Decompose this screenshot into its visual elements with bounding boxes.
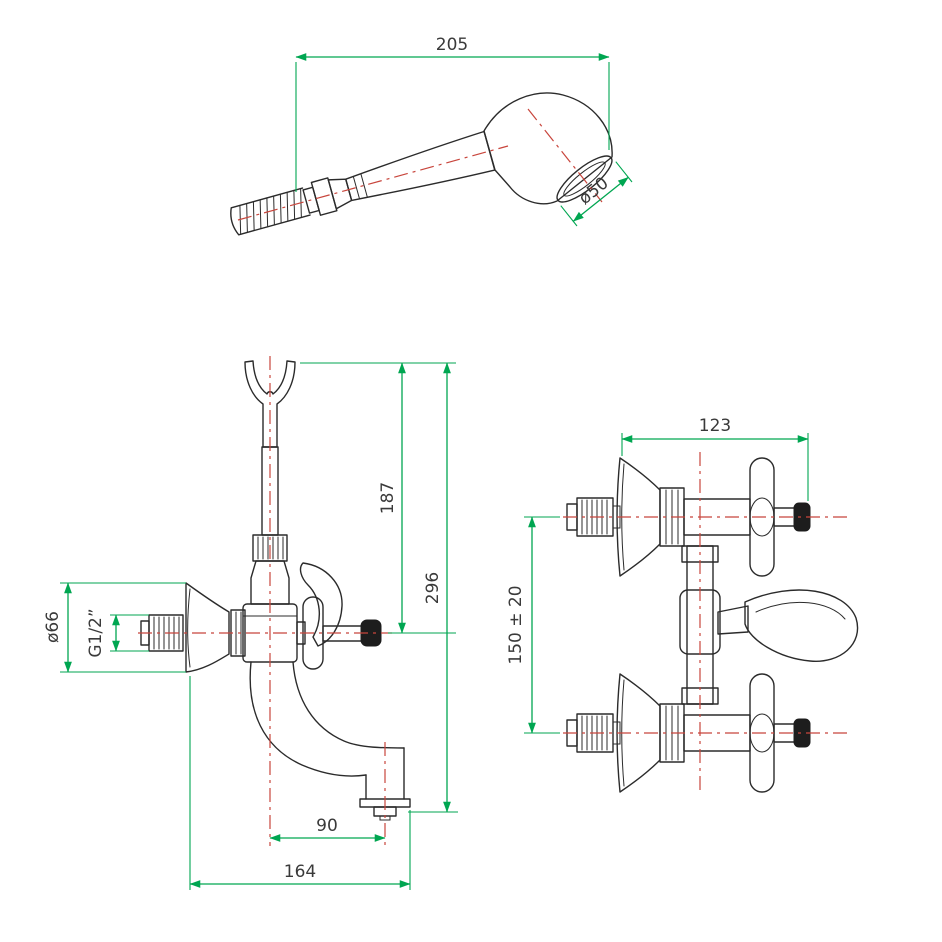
dim-187: 187 <box>300 362 456 634</box>
dim-123: 123 <box>621 416 809 501</box>
holder-height-dim-label: 187 <box>378 482 398 514</box>
thread-size-dim-label: G1/2” <box>86 608 106 657</box>
center-distance-dim-label: 150 ± 20 <box>506 585 526 664</box>
riser-nut-knurl <box>257 536 284 560</box>
flange-diameter-dim-label: ø66 <box>43 611 63 643</box>
diverter-lever-front <box>744 589 859 662</box>
dim-150: 150 ± 20 <box>506 516 560 734</box>
projection-width-dim-label: 123 <box>699 416 731 436</box>
tub-spout <box>249 661 411 821</box>
lever-neck <box>717 605 749 635</box>
dim-205: 205 <box>295 35 610 192</box>
total-height-dim-label: 296 <box>423 572 443 604</box>
dim-thread: G1/2” <box>86 608 149 658</box>
dim-90: 90 <box>269 816 386 842</box>
hand-shower-length-dim-label: 205 <box>436 35 468 55</box>
shower-head <box>483 92 613 205</box>
spout-offset-dim-label: 90 <box>316 816 338 836</box>
wall-flange-top <box>616 457 661 577</box>
head-centerline <box>527 108 603 203</box>
front-view: 123 150 ± 20 <box>506 416 859 795</box>
hand-shower-head-diameter-dim-label: ø50 <box>575 173 613 209</box>
dim-164: 164 <box>189 676 411 890</box>
side-view: 187 296 ø66 G1/2” 90 164 <box>43 356 458 890</box>
handle-centerline <box>237 145 509 221</box>
wall-flange-bottom <box>616 673 661 793</box>
shower-holder-fork <box>244 360 296 448</box>
total-depth-dim-label: 164 <box>284 862 316 882</box>
shower-handle <box>345 130 496 202</box>
dim-dia50: ø50 <box>560 161 633 227</box>
hand-shower-view: 205 ø50 <box>230 35 633 236</box>
diverter-lever-side <box>299 562 343 647</box>
top-valve <box>566 457 811 577</box>
wall-flange-bell <box>185 582 230 673</box>
dim-296: 296 <box>408 362 458 813</box>
dim-dia66: ø66 <box>43 582 186 673</box>
